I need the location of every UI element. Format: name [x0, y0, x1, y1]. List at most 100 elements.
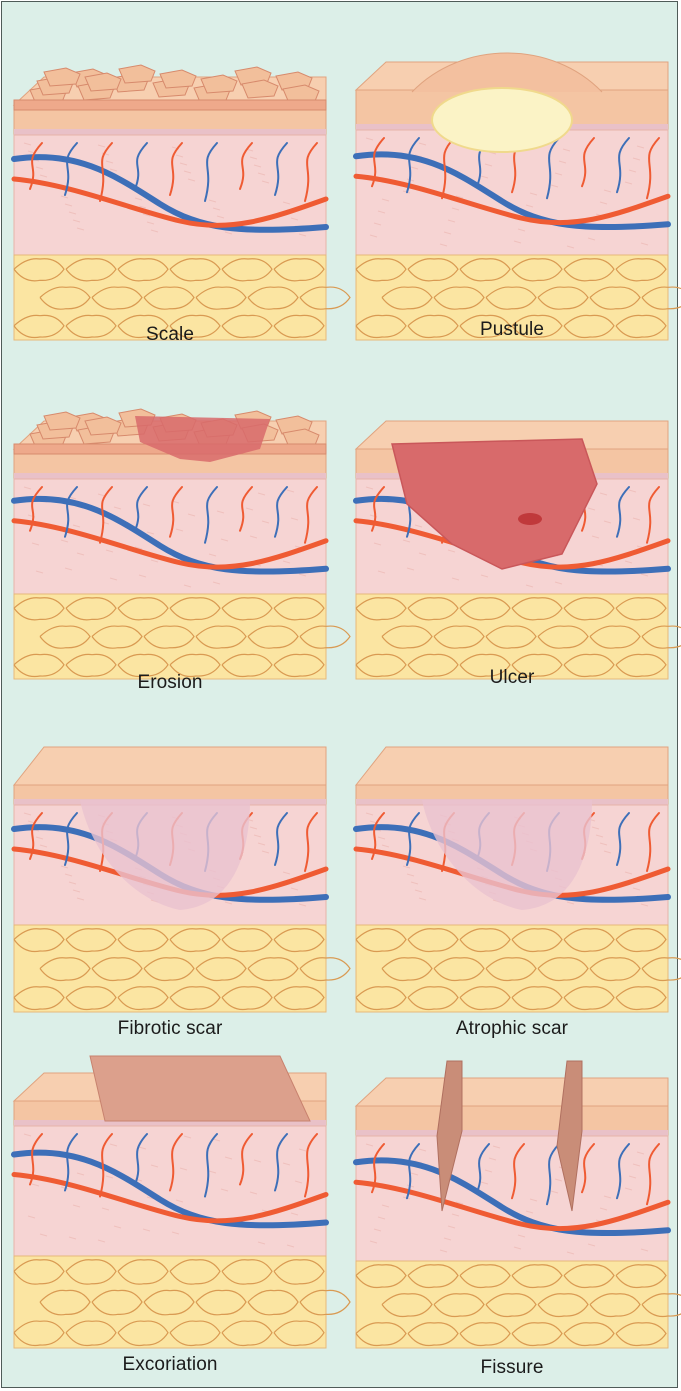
collagen-fiber — [365, 812, 374, 816]
collagen-fiber — [373, 542, 382, 546]
fat-cell — [91, 625, 143, 649]
collagen-fiber — [216, 215, 225, 219]
fat-cell — [511, 314, 563, 339]
collagen-fiber — [632, 887, 641, 891]
fat-cell — [485, 957, 537, 982]
collagen-fiber — [142, 503, 151, 507]
fat-cell — [273, 258, 325, 282]
fat-cell — [65, 1320, 117, 1347]
fat-cell — [13, 986, 65, 1011]
fat-cell — [615, 1322, 667, 1347]
collagen-fiber — [414, 524, 423, 528]
fat-cell — [13, 1259, 65, 1285]
erosion-lesion — [135, 416, 270, 462]
artery-branch — [239, 142, 253, 190]
collagen-fiber — [60, 539, 69, 543]
collagen-fiber — [525, 1210, 534, 1214]
fat-cell — [273, 928, 325, 953]
fat-cell — [247, 286, 299, 310]
artery-branch — [304, 486, 318, 544]
fat-cell — [117, 597, 169, 621]
fat-cell — [195, 625, 247, 649]
artery-branch — [646, 1143, 660, 1206]
panel-fibrotic-scar: Fibrotic scar — [10, 700, 351, 1040]
fat-cell — [407, 1264, 459, 1289]
collagen-fiber — [377, 1216, 386, 1220]
panel-label: Pustule — [479, 319, 545, 340]
fat-cell — [641, 286, 681, 310]
collagen-fiber — [179, 1167, 188, 1171]
vein-branch — [134, 1133, 148, 1186]
collagen-fiber — [632, 517, 641, 521]
vein-branch — [406, 1143, 420, 1200]
collagen-fiber — [245, 507, 254, 511]
vein-branch — [616, 1143, 630, 1200]
scale-illustration — [11, 64, 351, 341]
fat-cell — [221, 314, 273, 339]
collagen-fiber — [550, 184, 559, 188]
fat-cell — [615, 314, 667, 339]
collagen-fiber — [439, 1249, 448, 1253]
collagen-fiber — [175, 1199, 184, 1203]
fat-cell — [615, 928, 667, 953]
collagen-fiber — [381, 1204, 390, 1208]
collagen-fiber — [253, 834, 262, 838]
collagen-fiber — [175, 154, 184, 158]
collagen-fiber — [369, 234, 378, 238]
collagen-fiber — [68, 1236, 77, 1240]
vein-branch — [616, 137, 630, 194]
fat-cell — [299, 1289, 351, 1316]
erosion-illustration — [11, 408, 351, 680]
collagen-fiber — [517, 228, 526, 232]
collagen-fiber — [35, 166, 44, 170]
artery-branch — [646, 812, 660, 872]
fibrotic-scar-illustration — [11, 746, 351, 1013]
collagen-fiber — [406, 873, 415, 877]
fat-cell — [641, 957, 681, 982]
fat-cell — [485, 625, 537, 649]
collagen-fiber — [146, 221, 155, 225]
collagen-fiber — [101, 152, 110, 156]
fat-layer — [13, 924, 327, 1013]
fat-cell — [433, 957, 485, 982]
fat-cell — [381, 286, 433, 310]
vein-branch — [274, 1133, 288, 1192]
artery-main — [11, 176, 329, 228]
fat-cell — [459, 1264, 511, 1289]
fat-cell — [91, 957, 143, 982]
fat-cell — [537, 1293, 589, 1318]
panel-label: Atrophic scar — [455, 1018, 569, 1039]
collagen-fiber — [381, 844, 390, 848]
collagen-fiber — [261, 180, 270, 184]
collagen-fiber — [418, 142, 427, 146]
fat-cell — [221, 1259, 273, 1285]
collagen-fiber — [414, 889, 423, 893]
collagen-fiber — [146, 1196, 155, 1200]
fat-cell — [13, 653, 65, 678]
collagen-fiber — [224, 231, 233, 235]
collagen-fiber — [97, 1239, 106, 1243]
collagen-fiber — [212, 207, 221, 211]
panel-label: Scale — [145, 324, 195, 345]
collagen-fiber — [257, 172, 266, 176]
fat-layer — [13, 1255, 327, 1349]
collagen-fiber — [68, 881, 77, 885]
collagen-fiber — [290, 217, 299, 221]
fat-cell — [65, 653, 117, 678]
collagen-fiber — [632, 157, 641, 161]
fat-cell — [13, 928, 65, 953]
artery-branch — [239, 486, 253, 532]
collagen-fiber — [636, 145, 645, 149]
collagen-fiber — [224, 901, 233, 905]
collagen-fiber — [72, 1204, 81, 1208]
collagen-fiber — [603, 850, 612, 854]
collagen-fiber — [566, 1251, 575, 1255]
collagen-fiber — [566, 245, 575, 249]
excoriation-gouge — [89, 1055, 311, 1122]
fat-cell — [511, 653, 563, 678]
artery-branch — [581, 137, 595, 188]
artery-branch — [99, 142, 113, 202]
fat-cell — [117, 258, 169, 282]
collagen-fiber — [562, 148, 571, 152]
collagen-fiber — [171, 1231, 180, 1235]
